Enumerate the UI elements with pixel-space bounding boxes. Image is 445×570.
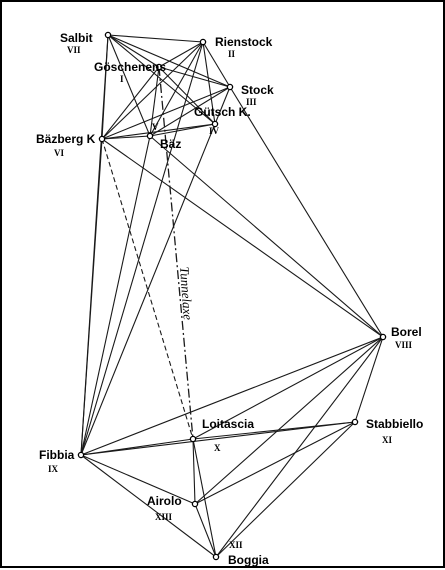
station-name-gutsch: Gütsch K. [194,105,251,119]
tunnel-axis-label: Tunnelaxe [177,266,196,321]
line-goschenen-gutsch [158,66,216,125]
line-rienstock-baz [149,41,204,137]
station-name-stabbiello: Stabbiello [366,417,423,431]
line-loitascia-airolo [192,438,196,505]
line-stock-bazberg [101,86,231,140]
line-gutsch-baz [149,123,216,137]
line-stock-baz [149,86,231,137]
station-numeral-baz: V [152,122,159,132]
line-stock-borel [229,86,384,338]
station-name-stock: Stock [241,83,274,97]
station-name-bazberg: Bäzberg K [36,132,96,146]
line-salbit-baz [107,34,151,137]
station-marker-gutsch [211,120,219,128]
station-numeral-airolo: XIII [155,512,173,522]
station-marker-rienstock [199,38,207,46]
line-stabbiello-boggia [215,421,356,558]
line-baz-bazberg [101,135,151,140]
station-name-salbit: Salbit [60,31,93,45]
station-marker-stock [226,83,234,91]
line-gutsch-fibbia [80,123,216,456]
station-marker-loitascia [189,435,197,443]
station-numeral-fibbia: IX [48,464,59,474]
line-stabbiello-airolo [194,421,356,505]
station-marker-bazberg [98,135,106,143]
station-markers [77,31,387,561]
station-marker-boggia [212,553,220,561]
line-borel-fibbia [80,336,384,456]
line-rienstock-gutsch [202,41,216,125]
line-bazberg-borel [101,138,384,338]
line-baz-fibbia [80,135,151,456]
line-rienstock-bazberg [101,41,204,140]
station-marker-borel [379,333,387,341]
line-borel-airolo [194,336,384,505]
station-marker-stabbiello [351,418,359,426]
station-numeral-boggia: XII [229,540,243,550]
station-marker-fibbia [77,451,85,459]
station-numeral-rienstock: II [228,49,236,59]
station-name-boggia: Boggia [228,553,269,567]
line-fibbia-boggia [80,454,217,558]
line-borel-stabbiello [354,336,384,423]
line-fibbia-stabbiello [80,421,356,456]
line-loitascia-stabbiello [192,421,356,440]
station-name-rienstock: Rienstock [215,35,273,49]
line-salbit-goschenen [107,34,160,68]
station-numeral-gutsch: IV [209,126,220,136]
line-goschenen-baz [149,66,160,137]
tunnel-axis-line [158,66,194,440]
station-numeral-borel: VIII [395,340,413,350]
station-name-fibbia: Fibbia [39,448,75,462]
line-borel-boggia [215,336,384,558]
line-loitascia-boggia [192,438,217,558]
line-salbit-gutsch [107,34,216,125]
line-stock-gutsch [214,86,231,125]
station-numeral-stock: III [246,97,257,107]
network-lines [80,34,384,558]
station-numeral-goschenen: I [120,74,124,84]
line-bazberg-loitascia [101,138,194,440]
line-goschenen-bazberg [101,66,160,140]
station-numeral-stabbiello: XI [382,435,392,445]
station-marker-goschenen [155,63,163,71]
line-salbit-rienstock [107,34,204,43]
station-marker-airolo [191,500,199,508]
station-name-goschenen: Göschenens [94,60,166,74]
station-name-airolo: Airolo [147,494,182,508]
line-rienstock-goschenen [158,41,204,68]
station-numeral-salbit: VII [67,45,81,55]
line-baz-borel [149,135,384,338]
line-borel-loitascia [192,336,384,440]
station-numeral-bazberg: VI [54,148,64,158]
line-fibbia-airolo [80,454,196,505]
station-numeral-loitascia: X [214,443,221,453]
line-rienstock-stock [202,41,231,88]
station-name-borel: Borel [391,325,422,339]
line-airolo-boggia [194,503,217,558]
line-bazberg-fibbia [80,138,103,456]
station-marker-baz [146,132,154,140]
station-labels: Salbit VII Rienstock II Göschenens I Sto… [36,31,423,567]
station-name-loitascia: Loitascia [202,417,254,431]
line-gutsch-bazberg [101,123,216,140]
station-marker-salbit [104,31,112,39]
line-goschenen-stock [158,66,231,88]
station-name-baz: Bäz [160,137,181,151]
line-rienstock-fibbia [80,41,204,456]
